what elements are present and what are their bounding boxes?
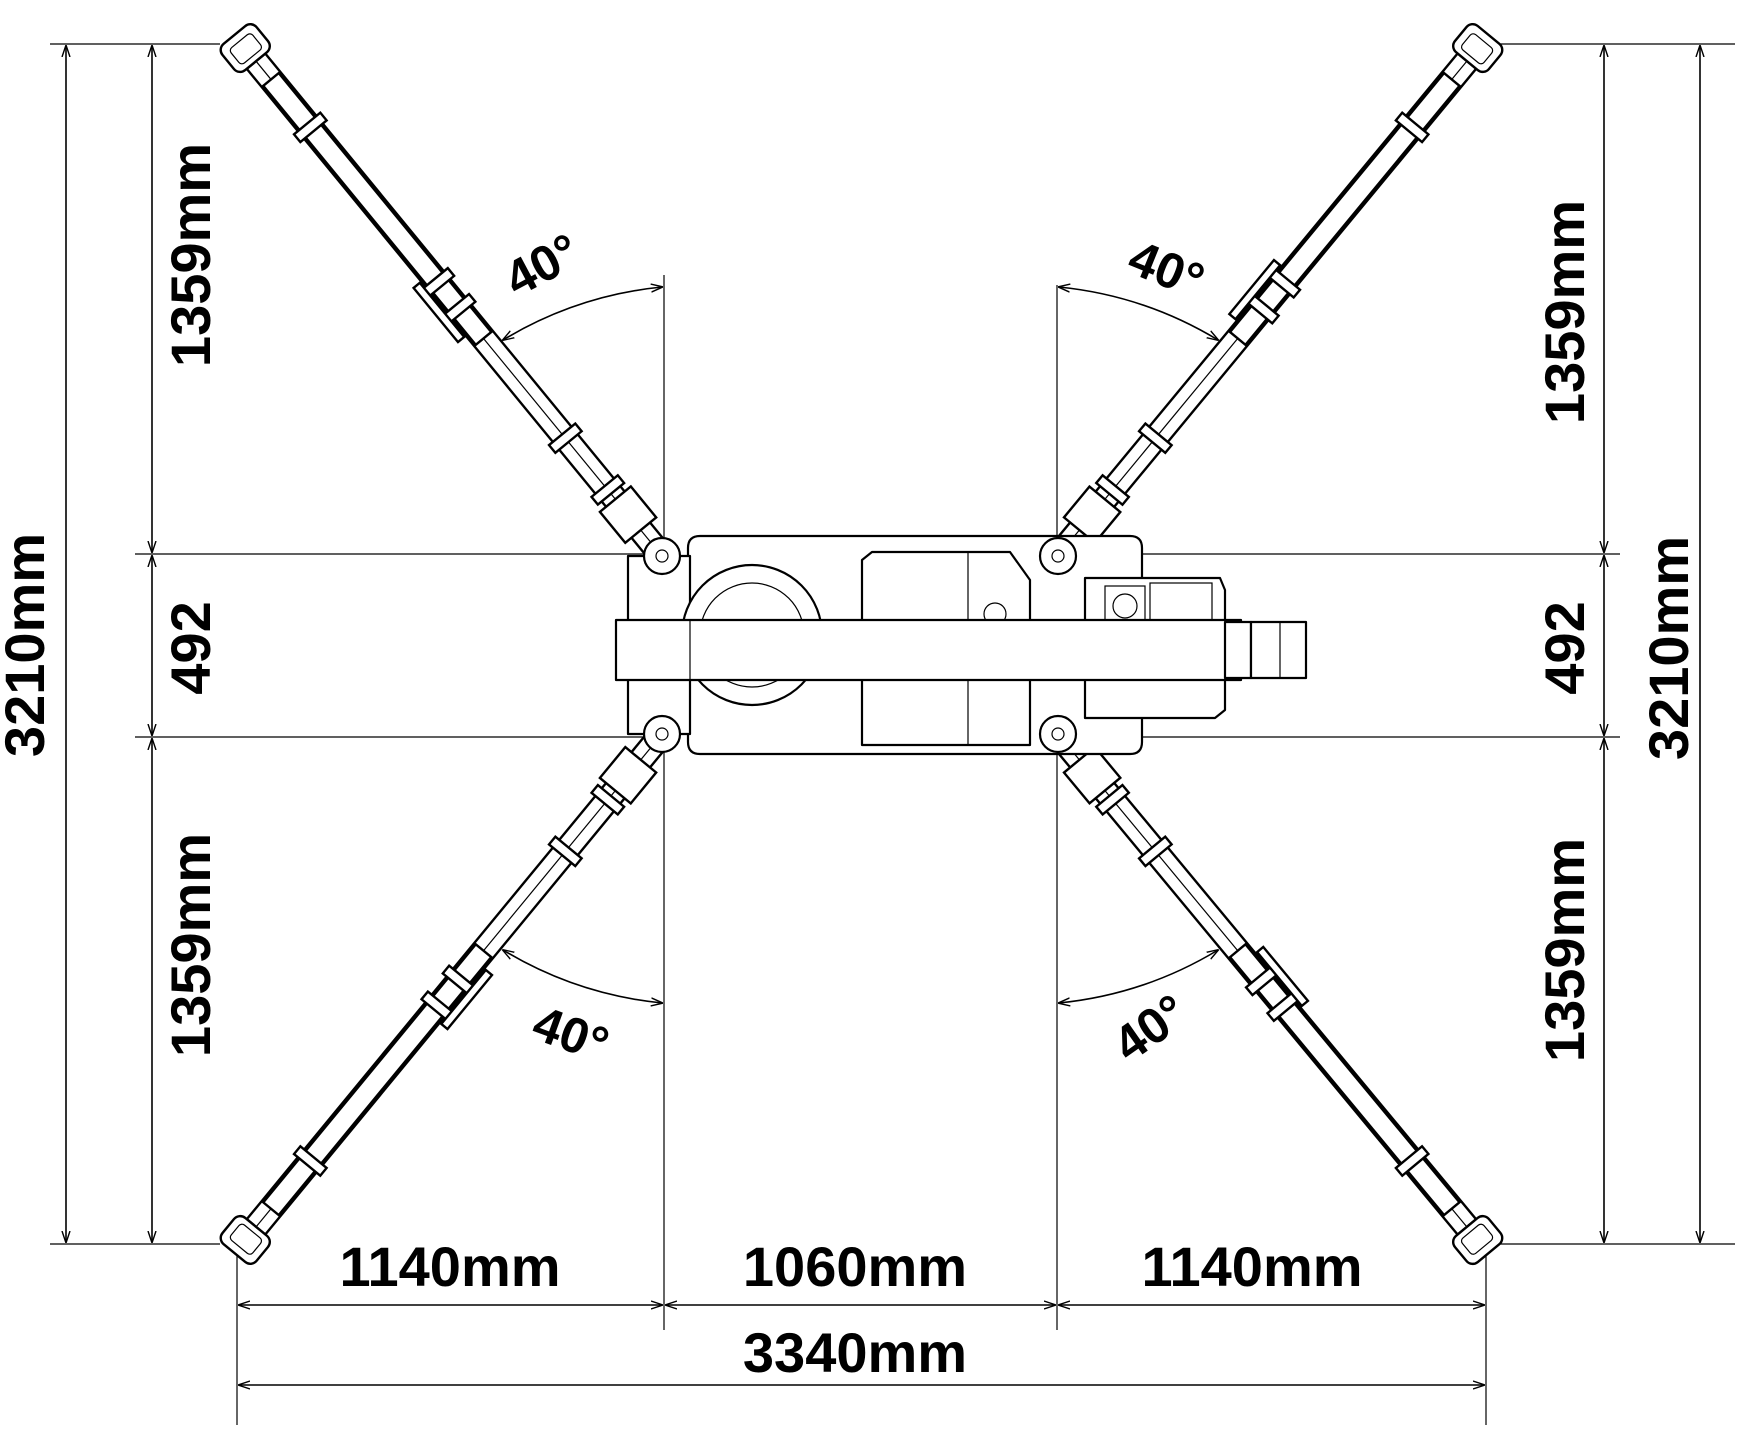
boom xyxy=(614,618,1243,682)
upper-right-label: 1359mm xyxy=(1533,200,1596,424)
angle-top-right-label: 40° xyxy=(1121,229,1212,309)
lower-left-label: 1359mm xyxy=(159,833,222,1057)
angle-arcs xyxy=(503,287,1218,1003)
upper-left-label: 1359mm xyxy=(159,143,222,367)
pivot-pin xyxy=(1038,714,1078,754)
hook-block xyxy=(1223,620,1253,680)
extension-lines xyxy=(50,43,1735,1425)
machine-body xyxy=(614,534,1308,756)
outrigger-leg-bottom-right xyxy=(1053,732,1504,1266)
outrigger-arms xyxy=(219,22,1504,1266)
outrigger-leg-top-right xyxy=(1053,22,1504,558)
pivot-pin xyxy=(642,536,682,576)
angle-bottom-left-label: 40° xyxy=(526,995,616,1073)
middle-right-label: 492 xyxy=(1533,601,1596,694)
angle-top-left-label: 40° xyxy=(495,223,588,308)
outrigger-leg-top-left xyxy=(219,23,667,558)
bottom-left-width-label: 1140mm xyxy=(339,1235,560,1298)
overall-height-left-label: 3210mm xyxy=(0,533,56,757)
dimension-lines xyxy=(66,46,1700,1385)
middle-left-label: 492 xyxy=(159,601,222,694)
overall-width-label: 3340mm xyxy=(743,1321,967,1384)
bottom-center-width-label: 1060mm xyxy=(743,1235,967,1298)
dimension-labels: 3210mm 1359mm 492 1359mm 1359mm 492 1359… xyxy=(0,143,1700,1384)
pivot-pin xyxy=(642,714,682,754)
overall-height-right-label: 3210mm xyxy=(1637,536,1700,760)
angle-bottom-right-label: 40° xyxy=(1103,983,1197,1072)
lower-right-label: 1359mm xyxy=(1533,838,1596,1062)
pivot-pin xyxy=(1038,536,1078,576)
outrigger-leg-bottom-left xyxy=(219,732,667,1266)
bottom-right-width-label: 1140mm xyxy=(1141,1235,1362,1298)
